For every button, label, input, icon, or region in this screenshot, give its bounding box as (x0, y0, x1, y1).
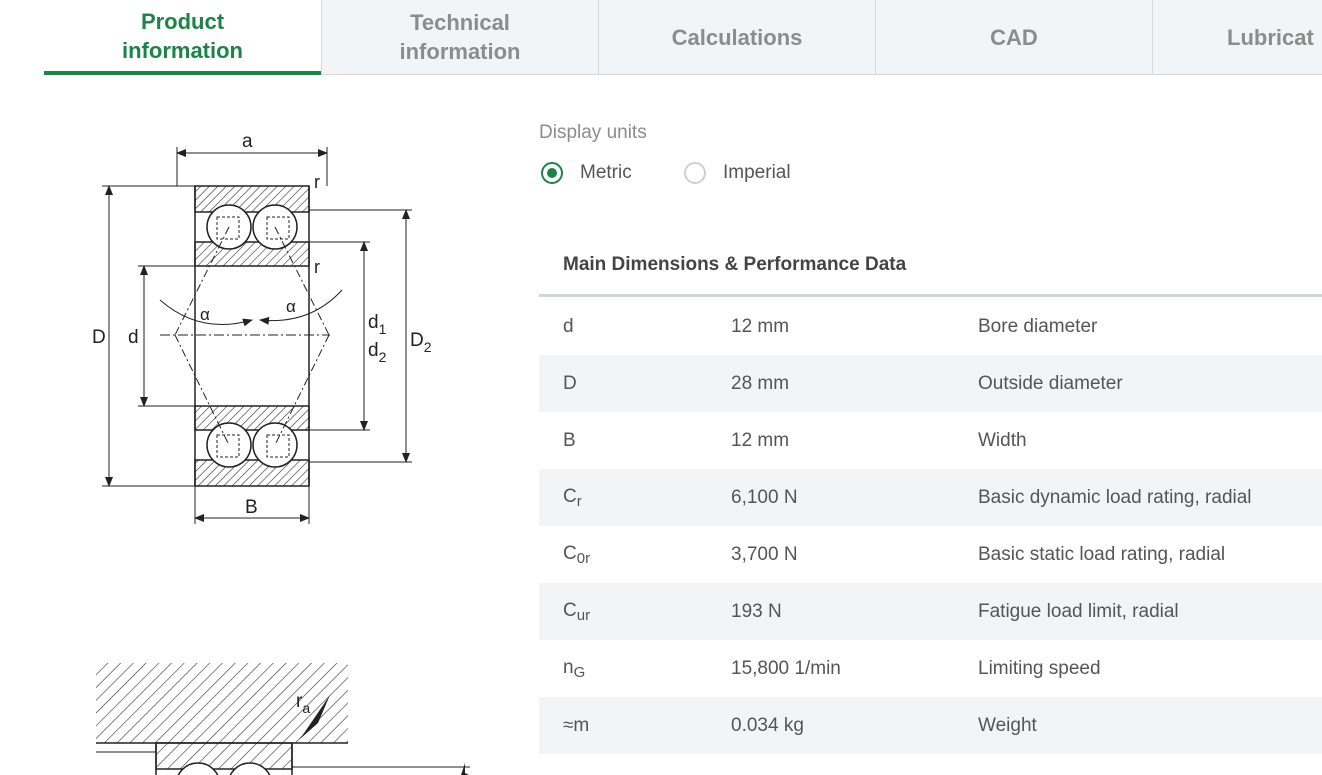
description-cell: Weight (978, 714, 1037, 736)
imperial-radio-button[interactable] (684, 162, 706, 184)
tab-cad[interactable]: CAD (875, 0, 1152, 74)
mounting-dimension-drawing: ra (96, 663, 470, 775)
symbol-cell: D (563, 372, 577, 394)
label-B: B (245, 497, 258, 518)
label-d2: d2 (368, 340, 387, 365)
tab-calculations[interactable]: Calculations (598, 0, 875, 74)
label-alpha-right: α (286, 297, 296, 316)
description-cell: Outside diameter (978, 372, 1123, 394)
value-cell: 28 mm (731, 372, 790, 394)
label-d1: d1 (368, 312, 387, 337)
metric-radio-option[interactable]: Metric (541, 162, 632, 184)
table-row: nG 15,800 1/min Limiting speed (539, 640, 1322, 697)
label-D: D (92, 327, 106, 348)
label-a: a (242, 131, 253, 152)
table-row: C0r 3,700 N Basic static load rating, radi… (539, 526, 1322, 583)
symbol-cell: ≈m (563, 714, 590, 736)
table-row: Cur 193 N Fatigue load limit, radial (539, 583, 1322, 640)
value-cell: 193 N (731, 600, 782, 622)
table-row: d 12 mm Bore diameter (539, 298, 1322, 355)
symbol-cell: Cur (563, 599, 591, 624)
symbol-cell: B (563, 429, 576, 451)
table-row: D 28 mm Outside diameter (539, 355, 1322, 412)
value-cell: 3,700 N (731, 543, 798, 565)
description-cell: Limiting speed (978, 657, 1101, 679)
table-header-divider (539, 294, 1322, 297)
value-cell: 15,800 1/min (731, 657, 841, 679)
description-cell: Basic dynamic load rating, radial (978, 486, 1252, 508)
value-cell: 0.034 kg (731, 714, 804, 736)
table-row: ≈m 0.034 kg Weight (539, 697, 1322, 754)
imperial-radio-option[interactable]: Imperial (684, 162, 791, 184)
value-cell: 12 mm (731, 315, 790, 337)
description-cell: Fatigue load limit, radial (978, 600, 1179, 622)
label-ra: ra (296, 691, 310, 716)
description-cell: Bore diameter (978, 315, 1098, 337)
label-d: d (128, 327, 139, 348)
value-cell: 6,100 N (731, 486, 798, 508)
label-D2: D2 (410, 330, 432, 355)
table-row: B 12 mm Width (539, 412, 1322, 469)
symbol-cell: d (563, 315, 574, 337)
table-row: Cr 6,100 N Basic dynamic load rating, radi… (539, 469, 1322, 526)
label-alpha-left: α (200, 305, 210, 324)
bearing-dimension-drawing: a r r D d α α d1 d2 D2 B (92, 131, 432, 524)
table-title: Main Dimensions & Performance Data (563, 254, 907, 275)
label-r-top: r (314, 172, 320, 192)
metric-radio-button[interactable] (541, 162, 563, 184)
symbol-cell: nG (563, 656, 586, 681)
description-cell: Basic static load rating, radial (978, 543, 1226, 565)
display-units-label: Display units (539, 122, 647, 143)
value-cell: 12 mm (731, 429, 790, 451)
description-cell: Width (978, 429, 1027, 451)
tab-lubrication[interactable]: Lubricat (1152, 0, 1322, 74)
symbol-cell: Cr (563, 485, 582, 510)
label-r-inner: r (314, 257, 320, 277)
symbol-cell: C0r (563, 542, 591, 567)
metric-radio-label: Metric (580, 162, 632, 183)
imperial-radio-label: Imperial (723, 162, 791, 183)
